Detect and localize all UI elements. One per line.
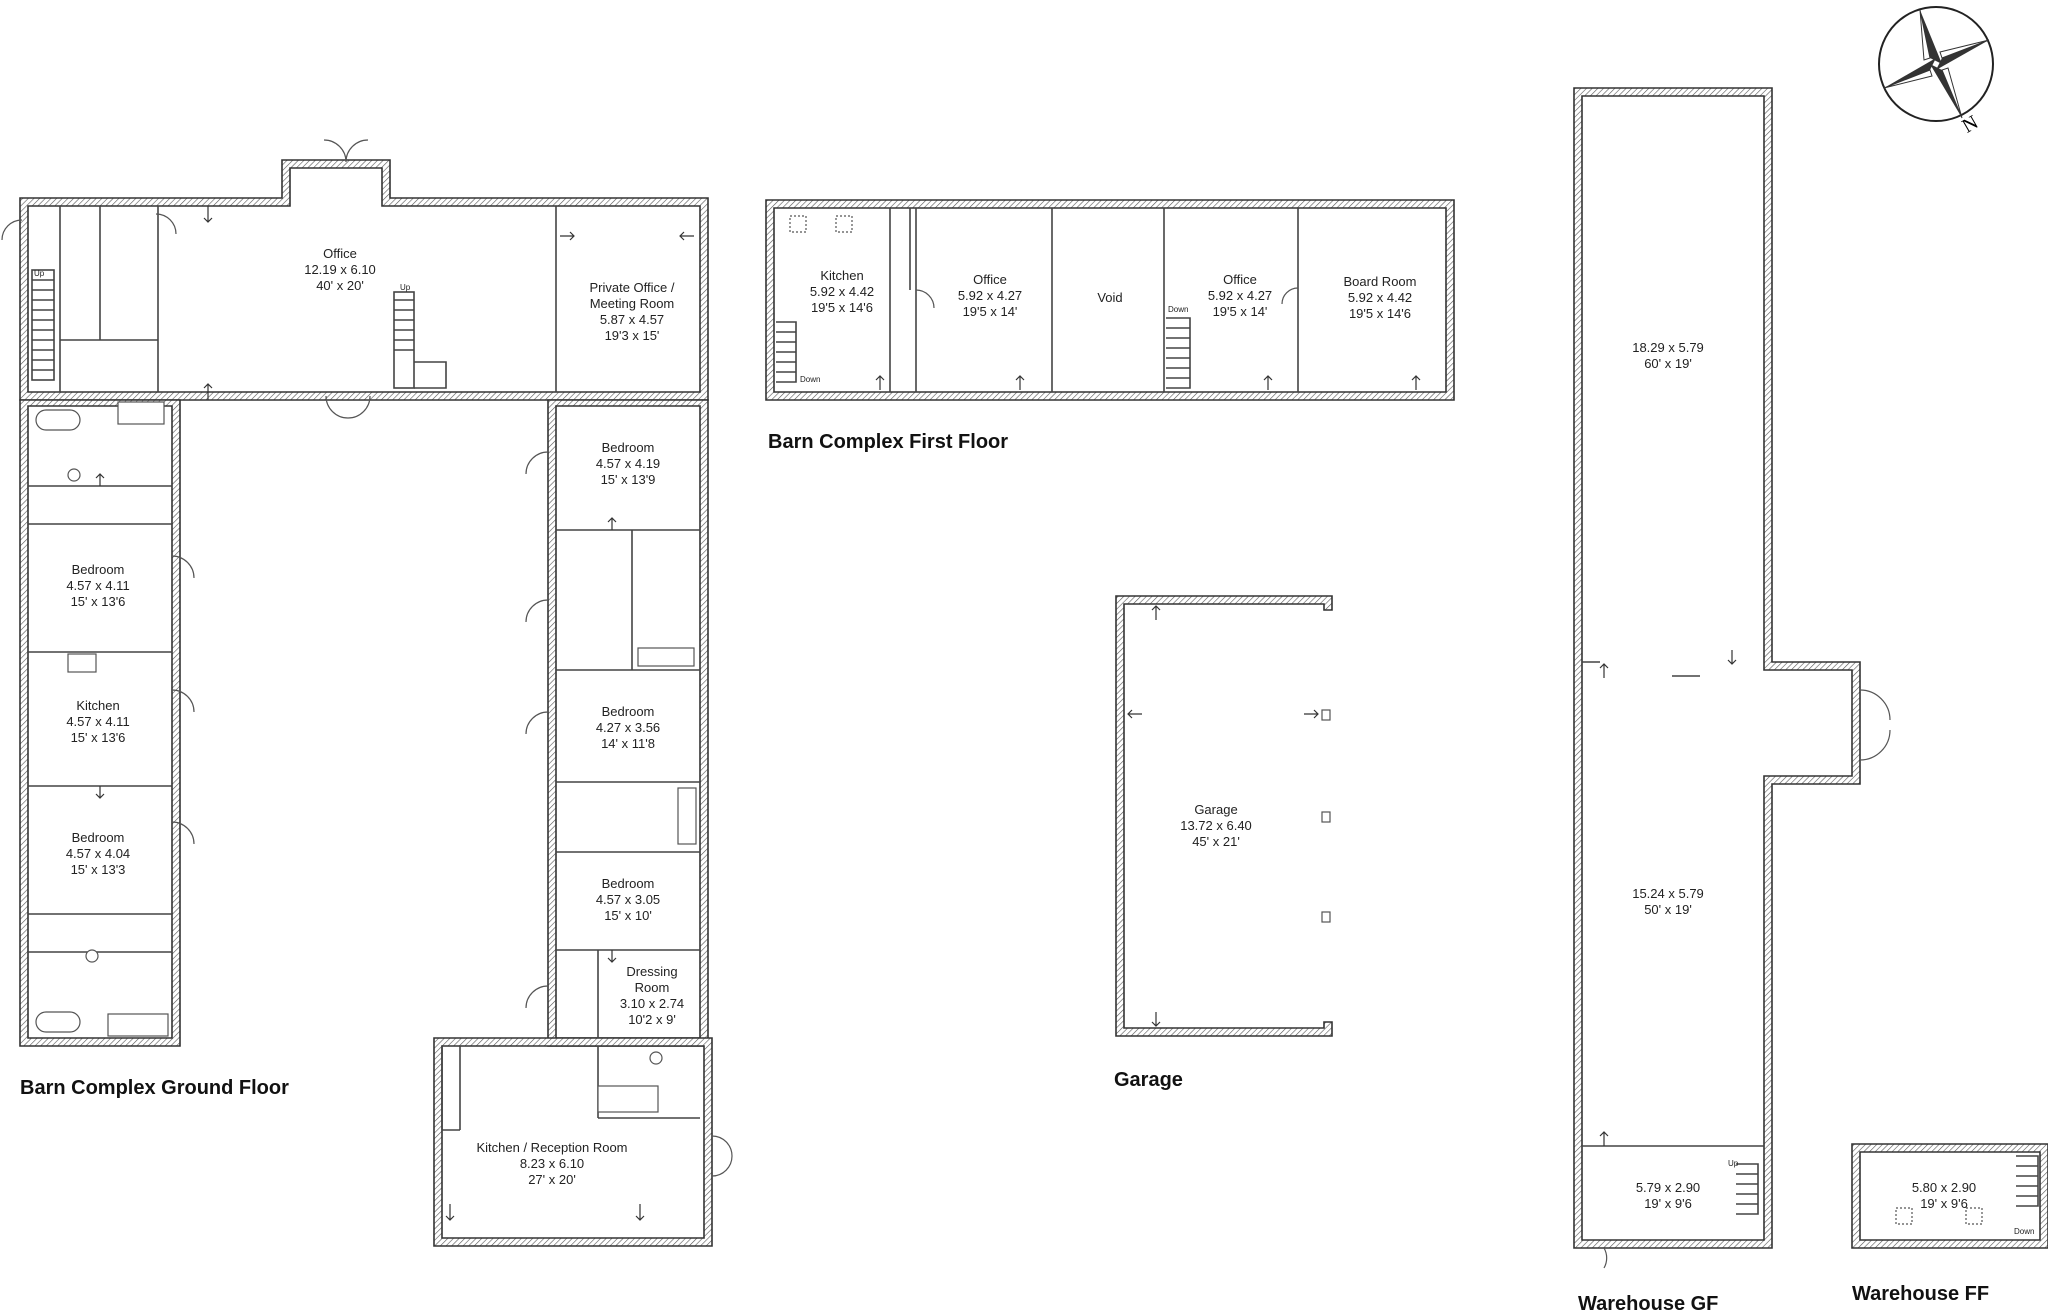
room-ff-void-name: Void: [1097, 290, 1122, 305]
room-ff-board-room-imperial: 19'5 x 14'6: [1349, 306, 1411, 321]
room-bedroom-r3-name: Bedroom: [602, 876, 655, 891]
room-wh-gf-room-imperial: 19' x 9'6: [1644, 1196, 1692, 1211]
title-warehouse-gf: Warehouse GF: [1578, 1293, 1718, 1315]
room-wh-upper-metric: 18.29 x 5.79: [1632, 340, 1704, 355]
title-warehouse-ff: Warehouse FF: [1852, 1283, 1989, 1305]
room-wh-lower-metric: 15.24 x 5.79: [1632, 886, 1704, 901]
room-office-name: Office: [323, 246, 357, 261]
room-wh-ff-room-imperial: 19' x 9'6: [1920, 1196, 1968, 1211]
room-bedroom-l1-metric: 4.57 x 4.11: [66, 578, 129, 593]
room-ff-kitchen-metric: 5.92 x 4.42: [810, 284, 874, 299]
room-kitchen-l-name: Kitchen: [76, 698, 119, 713]
room-bedroom-r1-metric: 4.57 x 4.19: [596, 456, 660, 471]
measurement-arrows: [1599, 650, 1737, 1146]
room-wh-upper-imperial: 60' x 19': [1644, 356, 1692, 371]
room-wh-ff-room-metric: 5.80 x 2.90: [1912, 1180, 1976, 1195]
room-private-office-metric: 5.87 x 4.57: [600, 312, 664, 327]
room-kitchen-reception-metric: 8.23 x 6.10: [520, 1156, 584, 1171]
room-kitchen-l-metric: 4.57 x 4.11: [66, 714, 129, 729]
garage-plan: Garage 13.72 x 6.40 45' x 21': [1115, 595, 1333, 1037]
room-ff-office1-metric: 5.92 x 4.27: [958, 288, 1022, 303]
stair-up-label: Up: [34, 269, 45, 278]
room-garage-name: Garage: [1194, 802, 1237, 817]
measurement-arrows: [1127, 605, 1319, 1027]
room-garage-imperial: 45' x 21': [1192, 834, 1240, 849]
room-garage-metric: 13.72 x 6.40: [1180, 818, 1252, 833]
room-bedroom-r3-imperial: 15' x 10': [604, 908, 652, 923]
room-wh-lower-imperial: 50' x 19': [1644, 902, 1692, 917]
door-swing: [1281, 287, 1299, 305]
door-swing: [1603, 1247, 1608, 1269]
room-bedroom-r2-imperial: 14' x 11'8: [601, 736, 655, 751]
title-garage: Garage: [1114, 1069, 1183, 1091]
barn-first-floor-plan: Kitchen 5.92 x 4.42 19'5 x 14'6 Office 5…: [765, 199, 1455, 401]
stair-up-label: Up: [1728, 1159, 1739, 1168]
compass-rose-icon: [1878, 6, 1994, 122]
door-swing: [1859, 689, 1891, 761]
bathroom-fixtures: [35, 401, 697, 1113]
room-dressing-metric: 3.10 x 2.74: [620, 996, 684, 1011]
room-ff-office1-name: Office: [973, 272, 1007, 287]
stair-down-label: Down: [1168, 305, 1188, 314]
title-barn-first-floor: Barn Complex First Floor: [768, 431, 1008, 453]
room-wh-gf-room-metric: 5.79 x 2.90: [1636, 1180, 1700, 1195]
stairs-icon: [31, 269, 447, 389]
room-bedroom-l2-metric: 4.57 x 4.04: [66, 846, 130, 861]
stairs-icon: [1736, 1163, 1759, 1215]
stair-down-label: Down: [800, 375, 820, 384]
room-bedroom-r2-name: Bedroom: [602, 704, 655, 719]
title-barn-ground-floor: Barn Complex Ground Floor: [20, 1077, 289, 1099]
door-swing: [915, 289, 935, 309]
room-ff-board-room-metric: 5.92 x 4.42: [1348, 290, 1412, 305]
room-bedroom-r2-metric: 4.27 x 3.56: [596, 720, 660, 735]
door-swings: [1, 139, 733, 1177]
stairs-icon: [2016, 1155, 2039, 1207]
room-kitchen-reception-imperial: 27' x 20': [528, 1172, 576, 1187]
room-ff-office2-name: Office: [1223, 272, 1257, 287]
stair-down-label: Down: [2014, 1227, 2034, 1236]
room-ff-kitchen-imperial: 19'5 x 14'6: [811, 300, 873, 315]
room-bedroom-l1-name: Bedroom: [72, 562, 125, 577]
room-dressing-name: Dressing: [626, 964, 677, 979]
room-ff-office2-metric: 5.92 x 4.27: [1208, 288, 1272, 303]
warehouse-gf-plan: 18.29 x 5.79 60' x 19' 15.24 x 5.79 50' …: [1573, 87, 1891, 1269]
room-ff-office1-imperial: 19'5 x 14': [963, 304, 1018, 319]
room-bedroom-r3-metric: 4.57 x 3.05: [596, 892, 660, 907]
measurement-arrows: [95, 206, 694, 1221]
room-kitchen-l-imperial: 15' x 13'6: [71, 730, 126, 745]
room-bedroom-l1-imperial: 15' x 13'6: [71, 594, 126, 609]
room-ff-office2-imperial: 19'5 x 14': [1213, 304, 1268, 319]
measurement-arrows: [875, 375, 1421, 390]
room-kitchen-reception-name: Kitchen / Reception Room: [476, 1140, 627, 1155]
room-office-metric: 12.19 x 6.10: [304, 262, 376, 277]
stairs-icon: [776, 317, 1191, 389]
room-bedroom-r1-name: Bedroom: [602, 440, 655, 455]
skylight-icons: [1895, 1207, 1983, 1225]
room-private-office-name: Private Office /: [589, 280, 674, 295]
room-bedroom-r1-imperial: 15' x 13'9: [601, 472, 656, 487]
skylight-icons: [789, 215, 853, 233]
room-private-office-imperial: 19'3 x 15': [605, 328, 660, 343]
room-bedroom-l2-imperial: 15' x 13'3: [71, 862, 126, 877]
room-ff-kitchen-name: Kitchen: [820, 268, 863, 283]
room-dressing-imperial: 10'2 x 9': [628, 1012, 676, 1027]
room-ff-board-room-name: Board Room: [1344, 274, 1417, 289]
room-private-office-name2: Meeting Room: [590, 296, 675, 311]
stair-up-label: Up: [400, 283, 411, 292]
room-dressing-name2: Room: [635, 980, 670, 995]
barn-ground-floor-plan: Office 12.19 x 6.10 40' x 20' Private Of…: [1, 139, 733, 1247]
room-office-imperial: 40' x 20': [316, 278, 364, 293]
warehouse-ff-plan: 5.80 x 2.90 19' x 9'6 Down: [1851, 1143, 2048, 1249]
room-bedroom-l2-name: Bedroom: [72, 830, 125, 845]
